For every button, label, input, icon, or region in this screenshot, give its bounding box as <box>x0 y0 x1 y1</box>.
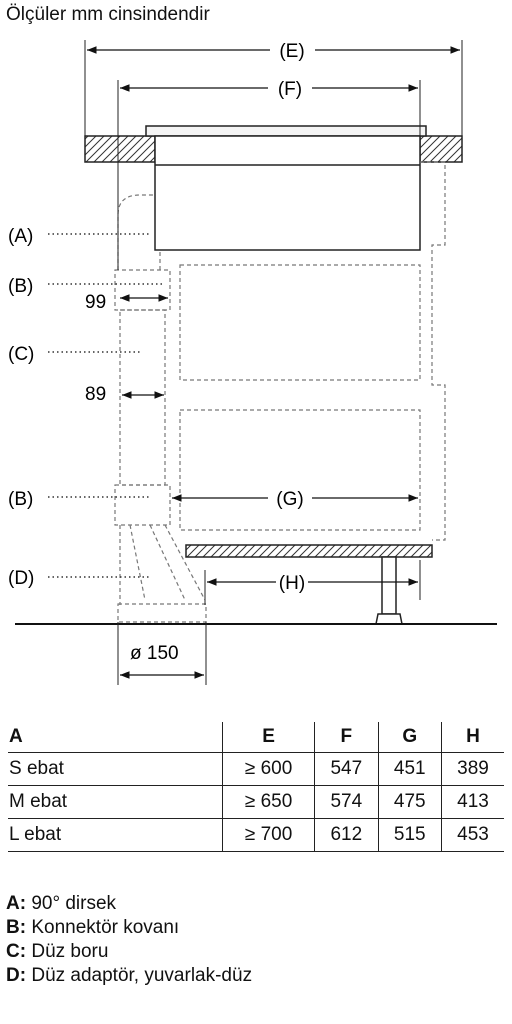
table-cell: 612 <box>314 818 379 852</box>
legend-item: B: Konnektör kovanı <box>6 916 252 940</box>
base-shelf <box>185 544 433 558</box>
table-cell: ≥ 600 <box>221 752 315 786</box>
dimension-table: A E F G H S ebat ≥ 600 547 451 389 M eba… <box>8 722 504 852</box>
legend-key: D: <box>6 965 27 986</box>
legend-text: Düz adaptör, yuvarlak-düz <box>31 965 253 986</box>
table-cell: 475 <box>377 785 442 819</box>
legend-key: A: <box>6 893 27 914</box>
table-cell: ≥ 700 <box>221 818 315 852</box>
table-header-row: A E F G H <box>8 722 504 753</box>
dim-99-value: 99 <box>85 292 106 313</box>
table-cell: 574 <box>314 785 379 819</box>
label-e: (E) <box>279 41 304 62</box>
table-cell: 451 <box>377 752 442 786</box>
legend-text: Konnektör kovanı <box>31 917 180 938</box>
table-header-cell: E <box>221 722 315 753</box>
legend-key: B: <box>6 917 27 938</box>
dim-diameter-value: ø 150 <box>130 643 179 664</box>
callout-d: (D) <box>8 568 34 589</box>
legend-item: A: 90° dirsek <box>6 892 252 916</box>
table-cell: S ebat <box>8 752 223 786</box>
legend-item: C: Düz boru <box>6 940 252 964</box>
unit-note: Ölçüler mm cinsindendir <box>6 4 210 25</box>
table-cell: 453 <box>440 818 504 852</box>
straight-adapter <box>119 524 206 605</box>
table-header-cell: H <box>440 722 504 753</box>
table-cell: 413 <box>440 785 504 819</box>
legend-item: D: Düz adaptör, yuvarlak-düz <box>6 964 252 988</box>
table-cell: ≥ 650 <box>221 785 315 819</box>
callout-a: (A) <box>8 226 33 247</box>
drawer-lower <box>179 409 421 531</box>
installation-diagram: (E) (F) (G) (H) 99 89 ø 150 (A) (B) (C) … <box>8 40 497 685</box>
callout-b-upper: (B) <box>8 276 33 297</box>
cooktop-glass <box>145 125 427 137</box>
table-cell: 389 <box>440 752 504 786</box>
label-h: (H) <box>279 573 305 594</box>
table-cell: 515 <box>377 818 442 852</box>
table-cell: M ebat <box>8 785 223 819</box>
label-g: (G) <box>276 489 303 510</box>
elbow-90 <box>117 194 155 270</box>
legend-text: Düz boru <box>31 941 109 962</box>
legend-key: C: <box>6 941 27 962</box>
cooktop-body <box>154 135 421 251</box>
table-row: S ebat ≥ 600 547 451 389 <box>8 752 504 786</box>
cabinet-side-dashed <box>420 161 446 541</box>
table-cell: 547 <box>314 752 379 786</box>
callout-c: (C) <box>8 344 34 365</box>
straight-duct <box>119 309 166 486</box>
table-header-cell: F <box>314 722 379 753</box>
table-header-cell: G <box>377 722 442 753</box>
worktop-left <box>84 135 156 163</box>
legend-text: 90° dirsek <box>31 893 117 914</box>
leg-foot <box>375 613 403 625</box>
connector-sleeve-lower <box>114 484 171 526</box>
table-cell: L ebat <box>8 818 223 852</box>
connector-sleeve-upper <box>114 269 171 311</box>
drawer-upper <box>179 264 421 381</box>
table-header-cell: A <box>8 722 223 753</box>
worktop-right <box>419 135 463 163</box>
table-row: M ebat ≥ 650 574 475 413 <box>8 785 504 819</box>
dim-89-value: 89 <box>85 384 106 405</box>
legend: A: 90° dirsek B: Konnektör kovanı C: Düz… <box>6 892 252 988</box>
callout-b-lower: (B) <box>8 489 33 510</box>
label-f: (F) <box>278 79 302 100</box>
table-row: L ebat ≥ 700 612 515 453 <box>8 818 504 852</box>
cabinet-leg <box>381 556 397 615</box>
